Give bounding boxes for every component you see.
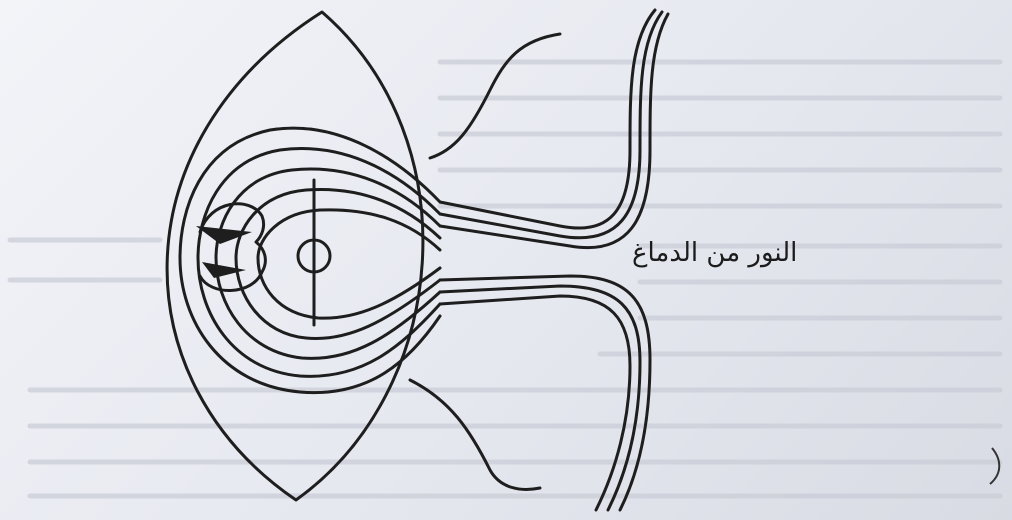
upper-fiber xyxy=(430,34,560,158)
diagram-label: النور من الدماغ xyxy=(632,238,797,268)
light-rays-icon xyxy=(196,226,252,278)
eye-outline xyxy=(167,12,423,500)
concentric-layers xyxy=(180,128,440,393)
cornea-lobes xyxy=(200,204,265,291)
page-mark xyxy=(990,448,999,484)
lower-fiber xyxy=(410,380,540,489)
